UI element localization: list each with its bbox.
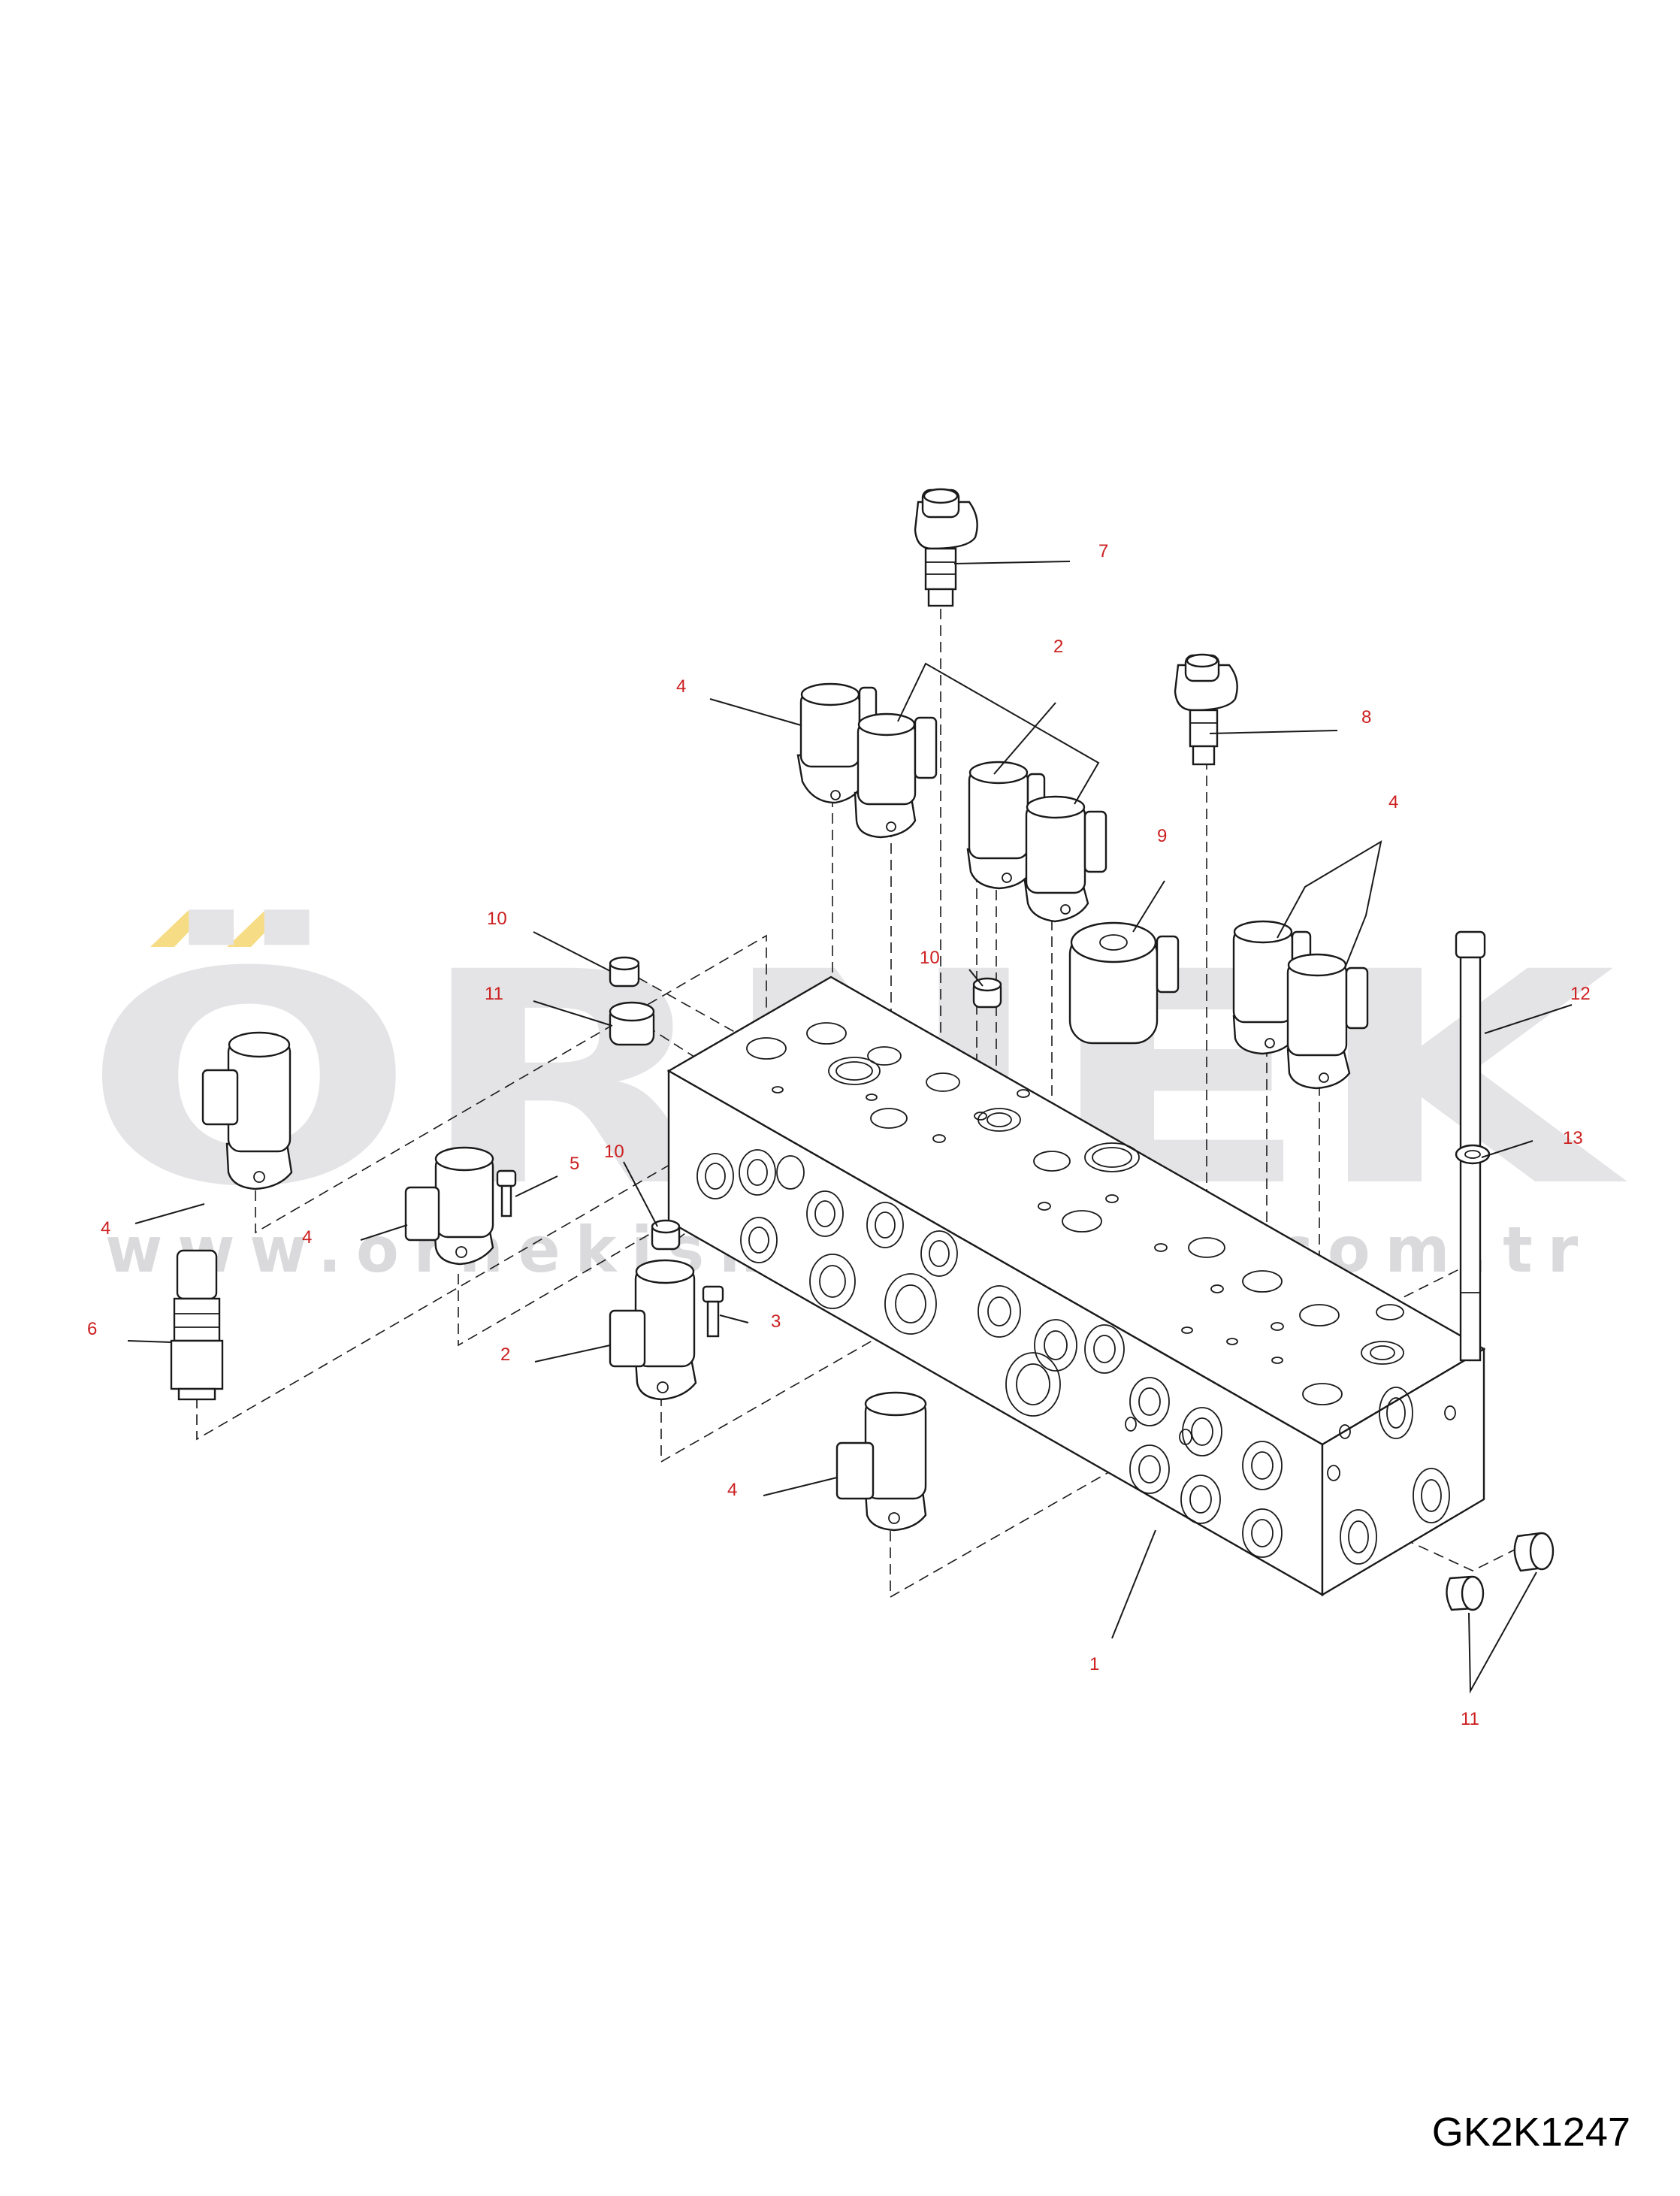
solenoid-mid-left: [404, 1146, 494, 1266]
washer-13: [1455, 1144, 1491, 1165]
callout-4-mid-left: 4: [302, 1227, 312, 1248]
plug-10-top: [972, 977, 1002, 1009]
callout-2-lower: 2: [500, 1345, 510, 1365]
callouts: 7 2 4 8 4 9 10 10 11 12 13 10 4 5 4 3 6 …: [87, 541, 1591, 1729]
plug-10-top-left: [609, 956, 640, 988]
bolt-3: [702, 1285, 724, 1338]
callout-4-bottom: 4: [727, 1480, 737, 1500]
callout-4-far-left: 4: [101, 1218, 110, 1239]
callout-7: 7: [1098, 541, 1108, 561]
cartridge-valve-7: [914, 488, 978, 607]
solenoid-far-left: [201, 1031, 293, 1190]
callout-9: 9: [1157, 826, 1167, 846]
manifold-side-ports: [1327, 1387, 1456, 1565]
callout-10-top: 10: [920, 948, 940, 968]
plug-10-mid: [651, 1219, 681, 1251]
solenoid-lower-middle: [609, 1259, 697, 1401]
callout-10-left: 10: [487, 909, 507, 929]
leader-lines: [127, 561, 1573, 1694]
manifold-block: [666, 975, 1486, 1597]
plug-11-bottom-b: [1513, 1532, 1555, 1572]
bolt-5: [496, 1169, 517, 1217]
cartridge-valve-8: [1174, 653, 1238, 766]
callout-3: 3: [771, 1311, 781, 1332]
manifold-front-ports: [696, 1149, 1283, 1558]
watermark-accent-right: [227, 911, 286, 947]
solenoid-coil-9: [1068, 921, 1180, 1045]
pressure-sensor-6: [170, 1249, 224, 1401]
manifold-top-ports: [746, 1022, 1404, 1405]
callout-4-top-right: 4: [1388, 792, 1398, 812]
solenoid-pair-middle: [966, 761, 1107, 923]
solenoid-pair-right: [1232, 920, 1369, 1090]
callout-11-left: 11: [485, 984, 503, 1004]
callout-5: 5: [570, 1154, 579, 1174]
callout-11-bottom: 11: [1461, 1709, 1479, 1729]
callout-8: 8: [1361, 707, 1371, 727]
callout-6: 6: [87, 1319, 97, 1339]
callout-13: 13: [1563, 1128, 1583, 1148]
plug-11-left: [609, 1001, 655, 1046]
callout-10-mid: 10: [604, 1142, 624, 1162]
drawing-code: GK2K1247: [1432, 2110, 1630, 2155]
callout-12: 12: [1570, 984, 1591, 1004]
callout-2-top: 2: [1053, 637, 1063, 657]
solenoid-bottom: [835, 1391, 927, 1532]
callout-4-top-left: 4: [676, 676, 686, 697]
solenoid-pair-top-left: [796, 682, 938, 839]
watermark-accent-left: [150, 911, 209, 947]
plug-11-bottom-a: [1446, 1575, 1485, 1611]
callout-1: 1: [1089, 1654, 1099, 1674]
